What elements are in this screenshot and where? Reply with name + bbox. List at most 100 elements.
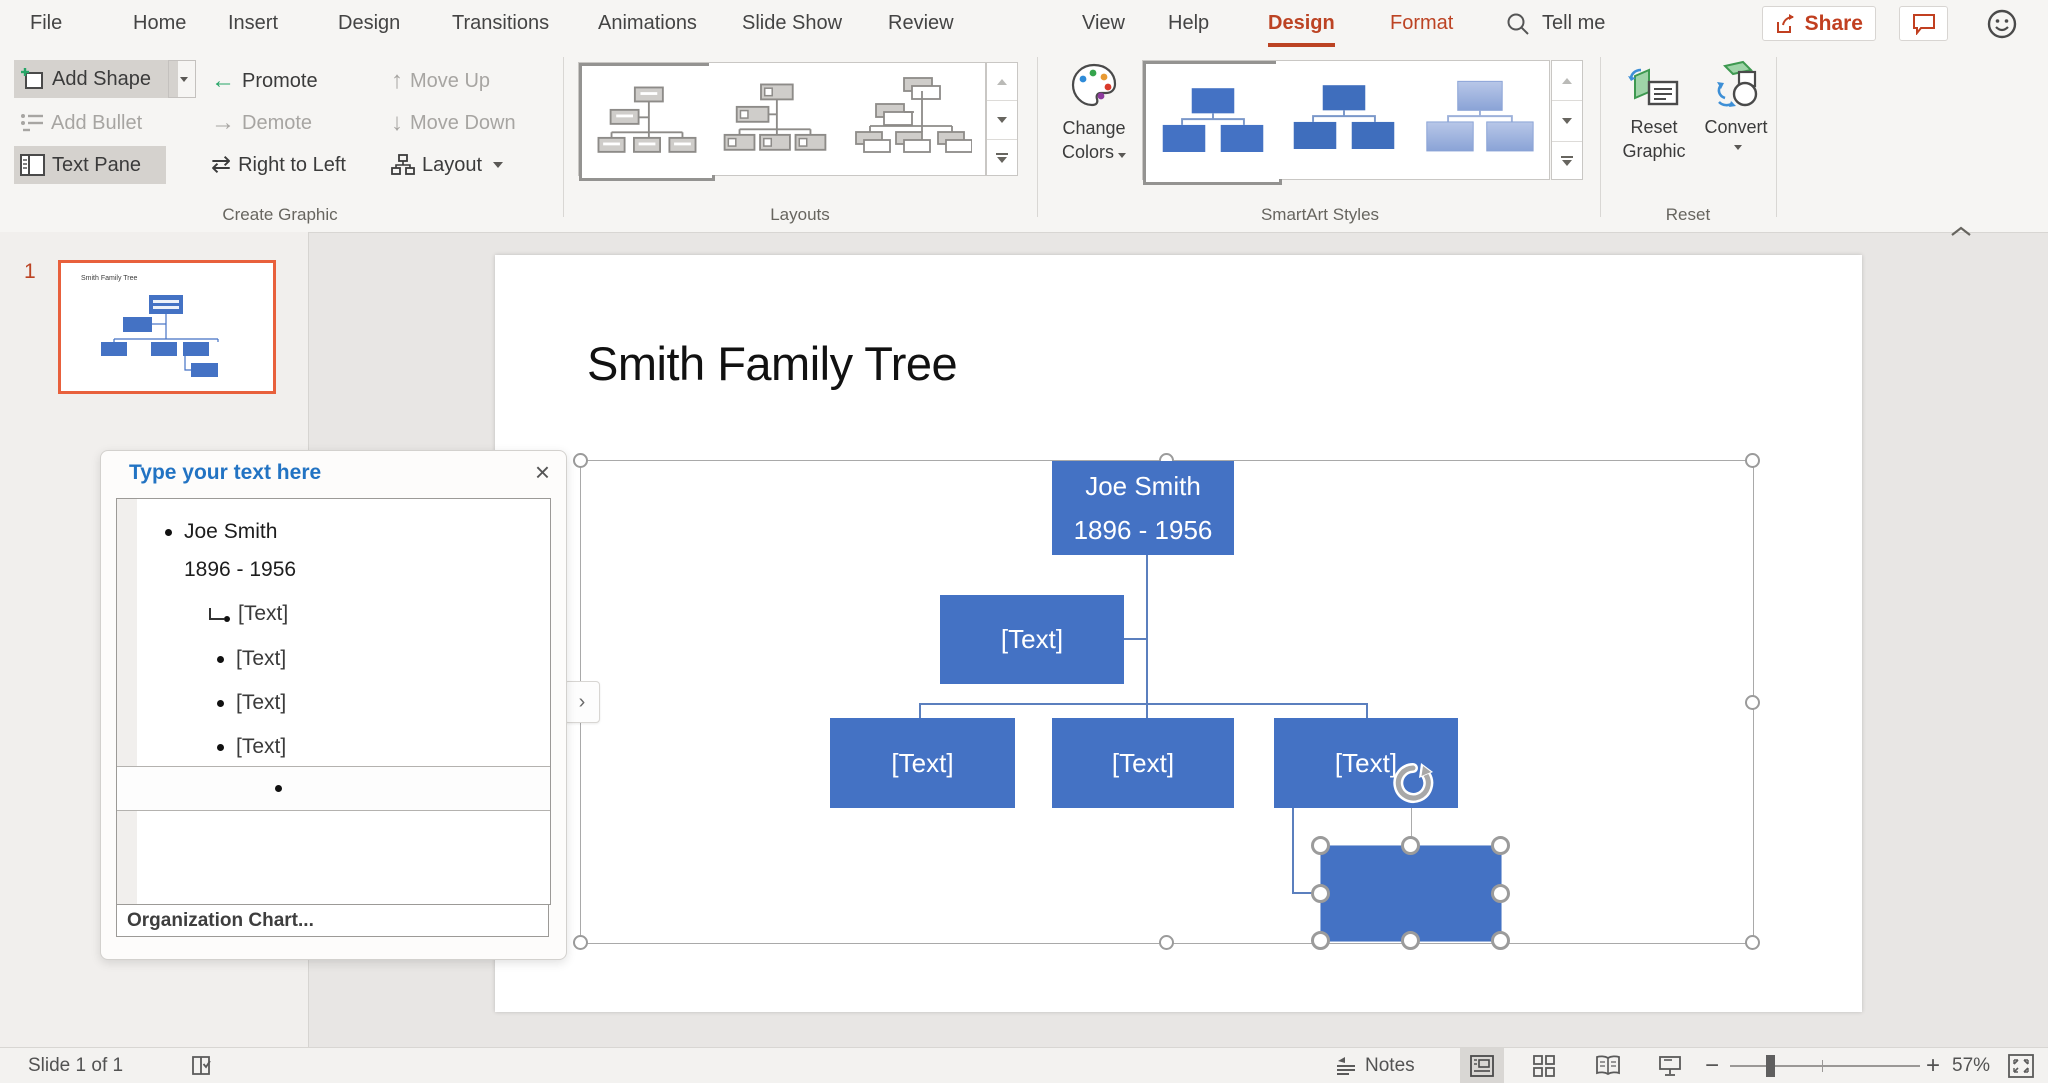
collapse-ribbon-icon[interactable]: [1950, 225, 1972, 237]
zoom-slider-track[interactable]: [1730, 1065, 1920, 1067]
styles-scroll-up[interactable]: [1552, 61, 1582, 102]
right-to-left-button[interactable]: ⇄ Right to Left: [205, 146, 352, 184]
text-pane-row-4[interactable]: [Text]: [117, 640, 550, 678]
menu-design[interactable]: Design: [338, 12, 401, 34]
connector-rail: [919, 703, 1368, 705]
slide-thumbnail-1[interactable]: Smith Family Tree: [58, 260, 276, 394]
text-pane-list[interactable]: Joe Smith 1896 - 1956 [Text] [Text] [Tex…: [116, 498, 551, 905]
text-pane-row-1[interactable]: Joe Smith: [117, 513, 550, 551]
smartart-node-new[interactable]: [1311, 836, 1510, 950]
shape-handle[interactable]: [1401, 931, 1420, 950]
add-shape-button[interactable]: Add Shape: [14, 60, 178, 98]
smartart-node-child-1[interactable]: [Text]: [830, 718, 1015, 808]
selection-handle[interactable]: [573, 935, 588, 950]
zoom-level[interactable]: 57%: [1952, 1054, 1991, 1076]
convert-label: Convert: [1704, 117, 1768, 137]
convert-icon: [1717, 60, 1758, 107]
shape-handle[interactable]: [1311, 884, 1330, 903]
styles-scroll-down[interactable]: [1552, 101, 1582, 142]
menu-transitions[interactable]: Transitions: [452, 12, 550, 34]
layout-thumbnail-3[interactable]: [841, 63, 983, 175]
convert-button[interactable]: Convert: [1696, 60, 1776, 150]
text-pane-layout-name[interactable]: Organization Chart...: [116, 904, 549, 937]
smartart-node-assistant[interactable]: [Text]: [940, 595, 1124, 684]
tell-me[interactable]: Tell me: [1542, 12, 1606, 34]
menu-animations[interactable]: Animations: [598, 12, 697, 34]
menu-review[interactable]: Review: [888, 12, 954, 34]
shape-handle[interactable]: [1491, 836, 1510, 855]
styles-more-button[interactable]: [1552, 142, 1582, 181]
view-normal-button[interactable]: [1460, 1048, 1504, 1083]
shape-handle[interactable]: [1401, 836, 1420, 855]
connector-elbow-horizontal: [1292, 892, 1320, 894]
tab-smartart-format[interactable]: Format: [1390, 12, 1454, 34]
menu-help[interactable]: Help: [1168, 12, 1210, 34]
slide-canvas[interactable]: [495, 255, 1862, 1012]
zoom-slider-thumb[interactable]: [1766, 1055, 1775, 1077]
text-pane-row-6[interactable]: [Text]: [117, 728, 550, 766]
view-slide-sorter-button[interactable]: [1522, 1048, 1566, 1083]
share-label: Share: [1804, 11, 1863, 35]
demote-button[interactable]: → Demote: [205, 104, 318, 142]
view-slideshow-button[interactable]: [1648, 1048, 1692, 1083]
add-bullet-label: Add Bullet: [51, 111, 143, 134]
selection-handle[interactable]: [1745, 453, 1760, 468]
layout-thumbnail-1[interactable]: [579, 63, 715, 181]
menu-file[interactable]: File: [30, 12, 63, 34]
text-pane-row-3[interactable]: [Text]: [117, 595, 550, 633]
promote-button[interactable]: ← Promote: [205, 62, 324, 100]
shape-handle[interactable]: [1311, 931, 1330, 950]
smartart-node-child-2[interactable]: [Text]: [1052, 718, 1234, 808]
layout-thumbnail-2[interactable]: [709, 63, 842, 175]
selection-handle[interactable]: [1159, 935, 1174, 950]
style-thumbnail-1[interactable]: [1143, 61, 1282, 185]
shape-handle[interactable]: [1491, 931, 1510, 950]
text-pane-row-7-selected[interactable]: [117, 766, 550, 811]
selection-handle[interactable]: [573, 453, 588, 468]
layout-button[interactable]: Layout: [385, 146, 509, 184]
view-reading-button[interactable]: [1586, 1048, 1630, 1083]
demote-icon: →: [211, 109, 235, 136]
rotate-handle-icon[interactable]: [1388, 760, 1438, 808]
move-up-button[interactable]: ↑ Move Up: [385, 62, 496, 100]
text-pane-row-5[interactable]: [Text]: [117, 684, 550, 722]
feedback-smiley-button[interactable]: [1986, 8, 2018, 45]
comments-button[interactable]: [1899, 6, 1948, 41]
fit-to-window-button[interactable]: [2008, 1048, 2034, 1083]
slide-sorter-icon: [1533, 1054, 1555, 1077]
move-down-button[interactable]: ↓ Move Down: [385, 104, 522, 142]
menu-home[interactable]: Home: [133, 12, 187, 34]
slide-indicator[interactable]: Slide 1 of 1: [28, 1054, 124, 1076]
zoom-out-button[interactable]: −: [1705, 1051, 1720, 1079]
text-pane-button[interactable]: Text Pane: [14, 146, 166, 184]
layouts-more-button[interactable]: [987, 140, 1017, 177]
text-pane-row-2[interactable]: 1896 - 1956: [184, 558, 297, 581]
add-bullet-button[interactable]: Add Bullet: [14, 104, 148, 142]
style-thumbnail-2[interactable]: [1276, 61, 1412, 179]
connector-root-vertical: [1146, 555, 1148, 718]
menu-slide-show[interactable]: Slide Show: [742, 12, 843, 34]
close-icon[interactable]: ×: [534, 457, 550, 487]
layouts-scroll-up[interactable]: [987, 63, 1017, 102]
share-button[interactable]: Share: [1761, 6, 1876, 41]
text-pane-toggle-button[interactable]: ›: [564, 681, 600, 723]
menu-view[interactable]: View: [1082, 12, 1125, 34]
slide-title[interactable]: Smith Family Tree: [587, 337, 958, 390]
menu-insert[interactable]: Insert: [228, 12, 279, 34]
layouts-scroll-down[interactable]: [987, 101, 1017, 140]
notes-button[interactable]: Notes: [1335, 1048, 1415, 1083]
reset-graphic-button[interactable]: Reset Graphic: [1614, 60, 1694, 163]
selection-handle[interactable]: [1745, 695, 1760, 710]
tab-smartart-design[interactable]: Design: [1268, 0, 1335, 47]
shape-handle[interactable]: [1311, 836, 1330, 855]
zoom-in-button[interactable]: +: [1926, 1051, 1941, 1079]
add-shape-dropdown[interactable]: [168, 60, 196, 98]
smartart-node-root[interactable]: Joe Smith 1896 - 1956: [1052, 461, 1234, 555]
proofing-button[interactable]: [190, 1048, 216, 1083]
style-thumbnail-3[interactable]: [1411, 61, 1547, 179]
change-colors-button[interactable]: Change Colors: [1052, 60, 1136, 164]
shape-handle[interactable]: [1491, 884, 1510, 903]
smartart-styles-gallery: [1142, 60, 1550, 185]
selection-handle[interactable]: [1745, 935, 1760, 950]
